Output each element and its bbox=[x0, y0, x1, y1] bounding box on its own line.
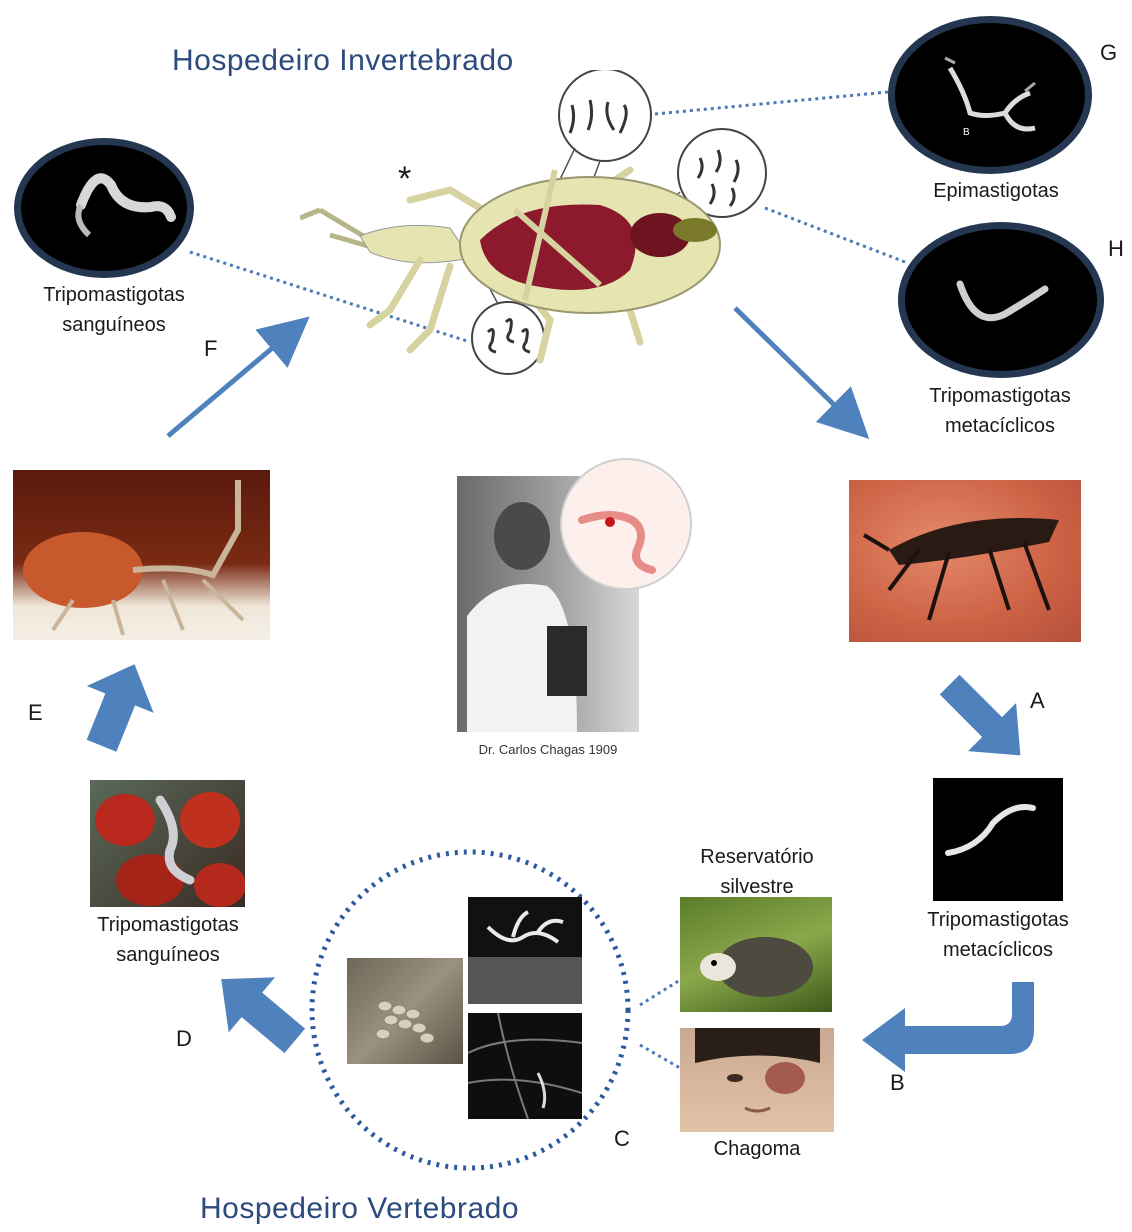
child-chagoma-photo bbox=[680, 1028, 834, 1132]
magnify-circle-epimastigotas bbox=[559, 70, 651, 161]
sem-micrograph-top bbox=[468, 897, 582, 1004]
stage-label-b: B bbox=[890, 1070, 905, 1096]
trypanosome-icon bbox=[562, 460, 690, 588]
oval-epimastigotas: B bbox=[888, 16, 1092, 174]
arrow-a bbox=[926, 661, 1045, 780]
trypanosome-icon bbox=[905, 229, 1097, 371]
trypanosome-icon bbox=[21, 145, 187, 271]
triatomine-photo-right bbox=[849, 480, 1081, 642]
label-tripo-sanguineos-top: Tripomastigotas sanguíneos bbox=[14, 280, 214, 340]
triatomine-photo-left bbox=[13, 470, 270, 640]
magnified-trypanosome-circle bbox=[560, 458, 692, 590]
stage-label-g: G bbox=[1100, 40, 1117, 66]
label-tripo-metaciclicos-top: Tripomastigotas metacíclicos bbox=[900, 381, 1100, 441]
dotted-connector-chagoma bbox=[640, 1045, 680, 1068]
epi-letter-b: B bbox=[963, 127, 970, 138]
stage-label-e: E bbox=[28, 700, 43, 726]
oval-tripomastigotas-sanguineos bbox=[14, 138, 194, 278]
label-chagoma: Chagoma bbox=[680, 1134, 834, 1164]
trypomastigote-micrograph bbox=[933, 778, 1063, 901]
sem-micrograph-bottom bbox=[468, 1013, 582, 1119]
arrow-e bbox=[68, 651, 168, 760]
arrow-b bbox=[862, 982, 1034, 1072]
oval-tripomastigotas-metaciclicos bbox=[898, 222, 1104, 378]
stage-label-d: D bbox=[176, 1026, 192, 1052]
magnify-circle-sanguineos bbox=[472, 302, 544, 374]
stage-label-h: H bbox=[1108, 236, 1124, 262]
asterisk-marker: * bbox=[398, 160, 411, 199]
stage-label-a: A bbox=[1030, 688, 1045, 714]
label-epimastigotas: Epimastigotas bbox=[896, 176, 1096, 206]
amastigotes-micrograph bbox=[347, 958, 463, 1064]
stage-label-c: C bbox=[614, 1126, 630, 1152]
blood-trypomastigote-photo bbox=[90, 780, 245, 907]
caption-carlos-chagas: Dr. Carlos Chagas 1909 bbox=[457, 742, 639, 757]
label-tripo-metaciclicos-bottom: Tripomastigotas metacíclicos bbox=[898, 905, 1098, 965]
epimastigote-icon: B bbox=[895, 23, 1085, 167]
dotted-connector-metaciclicos bbox=[765, 208, 905, 262]
label-tripo-sanguineos-bottom: Tripomastigotas sanguíneos bbox=[68, 910, 268, 970]
label-reservatorio-silvestre: Reservatório silvestre bbox=[662, 842, 852, 902]
kissing-bug-diagram bbox=[300, 70, 780, 400]
title-vertebrate-host: Hospedeiro Vertebrado bbox=[200, 1192, 519, 1226]
opossum-photo bbox=[680, 897, 832, 1012]
dotted-connector-reservatorio bbox=[640, 980, 680, 1005]
stage-label-f: F bbox=[204, 336, 217, 362]
